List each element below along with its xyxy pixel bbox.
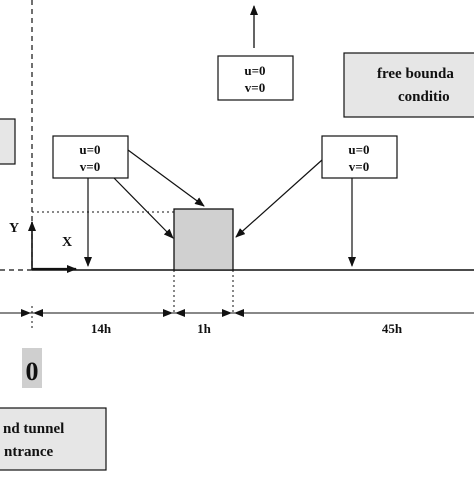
left-box-line2: v=0 xyxy=(80,159,100,174)
top-box-line2: v=0 xyxy=(245,80,265,95)
arrow-left-to-block-top xyxy=(127,149,205,207)
top-box-line1: u=0 xyxy=(244,63,265,78)
tunnel-box-line1: nd tunnel xyxy=(3,421,64,437)
tunnel-entrance-box xyxy=(0,407,107,471)
dim-label-14h: 14h xyxy=(91,321,112,336)
tunnel-box-line2: ntrance xyxy=(4,444,53,460)
left-box-line1: u=0 xyxy=(79,142,100,157)
x-axis-label: X xyxy=(62,235,72,250)
origin-marker: 0 xyxy=(26,357,39,386)
free-boundary-box xyxy=(343,52,474,118)
top-boundary-box xyxy=(217,55,294,101)
left-partial-box xyxy=(0,118,16,165)
right-box-line2: v=0 xyxy=(349,159,369,174)
obstacle-block xyxy=(173,208,234,271)
dim-label-1h: 1h xyxy=(197,321,212,336)
free-box-line2: conditio xyxy=(398,89,450,105)
y-axis-label: Y xyxy=(9,221,19,236)
right-box-line1: u=0 xyxy=(348,142,369,157)
origin-marker-bg xyxy=(22,348,42,388)
arrow-right-to-block xyxy=(235,159,323,238)
right-boundary-box xyxy=(321,135,398,179)
dim-label-45h: 45h xyxy=(382,321,403,336)
free-box-line1: free bounda xyxy=(377,66,454,82)
left-boundary-box xyxy=(52,135,129,179)
arrow-left-to-block-side xyxy=(113,177,174,239)
